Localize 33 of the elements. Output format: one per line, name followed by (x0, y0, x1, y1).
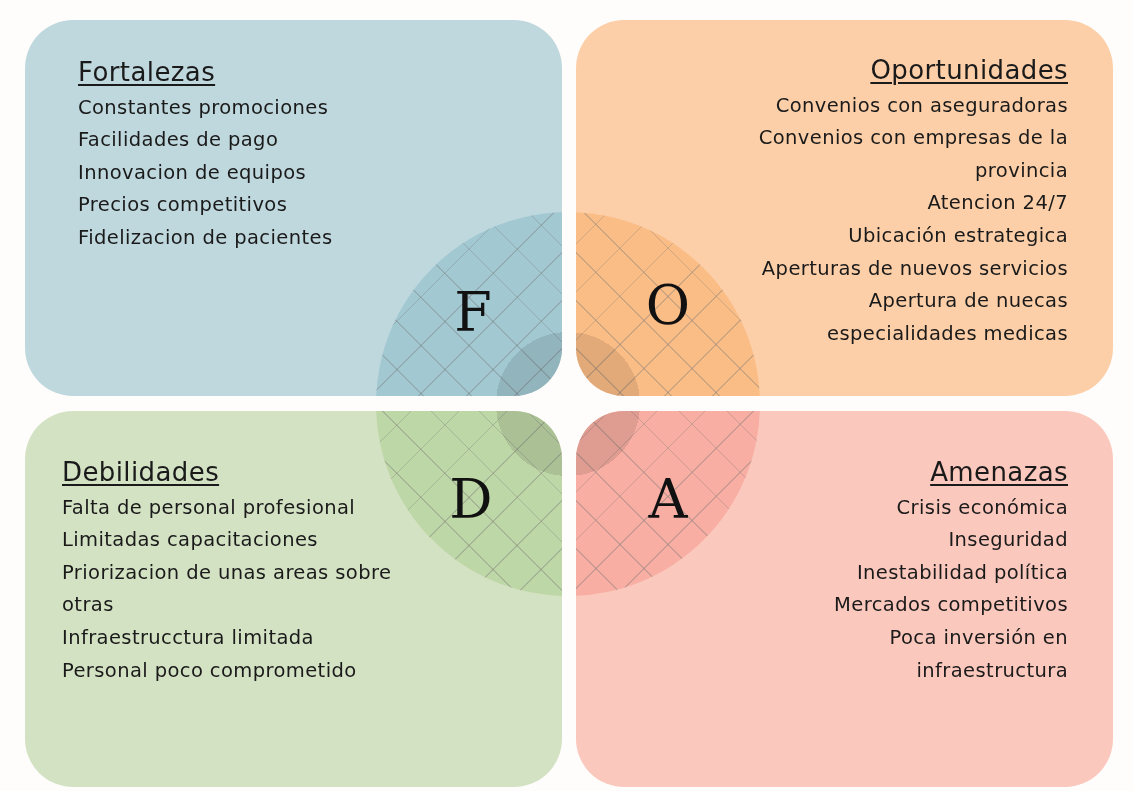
quadrant-card (25, 20, 562, 396)
quadrant-heading: Oportunidades (870, 54, 1068, 87)
list-item: Personal poco comprometido (62, 657, 358, 684)
list-item: Fidelizacion de pacientes (78, 224, 334, 251)
quadrant-card (576, 20, 1113, 396)
list-item: Atencion 24/7 (926, 190, 1068, 217)
quadrant-letter: A (647, 470, 689, 530)
list-item: Aperturas de nuevos servicios (760, 255, 1068, 282)
list-item: Precios competitivos (78, 192, 289, 219)
list-item: Facilidades de pago (78, 127, 280, 154)
list-item: Convenios con aseguradoras (774, 92, 1068, 119)
list-item: Mercados competitivos (833, 592, 1068, 619)
list-item: Crisis económica (895, 494, 1068, 521)
quadrant-card (25, 411, 562, 787)
list-item: Apertura de nuecas especialidades medicas (826, 288, 1068, 347)
list-item: Priorizacion de unas areas sobre otras (62, 559, 393, 619)
list-item: Falta de personal profesional (62, 494, 357, 521)
quadrant-heading: Debilidades (62, 456, 220, 489)
quadrant-heading: Amenazas (930, 456, 1068, 489)
list-item: Inseguridad (947, 527, 1068, 554)
list-item: Ubicación estrategica (847, 222, 1068, 249)
quadrant-heading: Fortalezas (78, 56, 216, 89)
list-item: Infraestrucctura limitada (62, 624, 315, 651)
list-item: Poca inversión en infraestructura (888, 624, 1068, 684)
quadrant-letter: F (453, 283, 493, 343)
list-item: Limitadas capacitaciones (62, 527, 319, 554)
list-item: Constantes promociones (78, 94, 330, 121)
quadrant-letter: O (644, 276, 692, 336)
quadrant-letter: D (448, 470, 494, 530)
list-item: Convenios con empresas de la provincia (757, 125, 1068, 184)
quadrant-card (576, 411, 1113, 787)
list-item: Innovacion de equipos (78, 159, 308, 186)
list-item: Inestabilidad política (855, 559, 1068, 586)
